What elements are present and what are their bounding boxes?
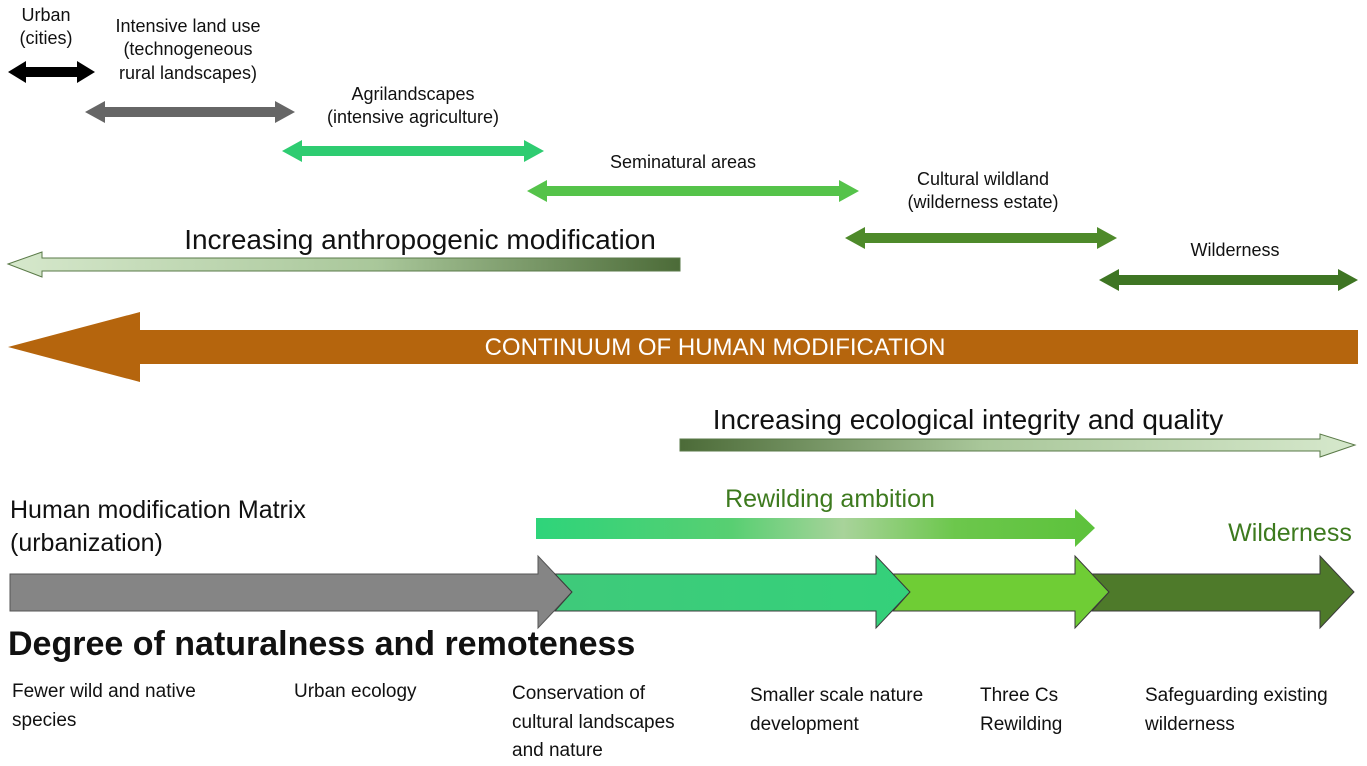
ecological-arrow — [679, 433, 1357, 458]
stage-arrow-urbanization — [9, 554, 573, 630]
stage-arrow-wilderness — [1090, 554, 1355, 630]
category-nature-development: Smaller scale nature development — [750, 685, 924, 735]
continuum-label: CONTINUUM OF HUMAN MODIFICATION — [484, 334, 946, 361]
urban-double-arrow — [8, 61, 95, 83]
seminatural-label: Seminatural areas — [609, 152, 757, 172]
category-conservation: Conservation of cultural landscapes and … — [512, 683, 675, 761]
cultural-wildland-label: Cultural wildland (wilderness estate) — [907, 169, 1059, 213]
rewilding-label: Rewilding ambition — [725, 485, 935, 513]
category-fewer-wild: Fewer wild and native species — [12, 681, 196, 731]
wilderness-double-arrow — [1099, 269, 1358, 291]
urban-label: Urban (cities) — [19, 5, 73, 49]
cultural-wildland-double-arrow — [845, 227, 1117, 249]
degree-label: Degree of naturalness and remoteness — [8, 625, 636, 663]
stage-arrow-nature-development — [891, 554, 1110, 630]
category-three-cs: Three Cs Rewilding — [980, 685, 1063, 735]
wilderness-scale-label: Wilderness — [1190, 240, 1280, 260]
category-urban-ecology: Urban ecology — [294, 681, 417, 702]
anthropogenic-label: Increasing anthropogenic modification — [184, 224, 656, 255]
agrilandscapes-double-arrow — [282, 140, 544, 162]
continuum-arrow — [8, 312, 1358, 382]
category-safeguarding: Safeguarding existing wilderness — [1145, 685, 1328, 735]
agrilandscapes-label: Agrilandscapes (intensive agriculture) — [326, 84, 500, 128]
rewilding-arrow — [536, 509, 1095, 547]
matrix-label: Human modification Matrix (urbanization) — [10, 496, 306, 557]
stage-arrow-conservation — [553, 554, 911, 630]
seminatural-double-arrow — [527, 180, 859, 202]
anthropogenic-arrow — [6, 251, 681, 278]
wilderness-heading: Wilderness — [1228, 519, 1352, 547]
intensive-land-use-double-arrow — [85, 101, 295, 123]
intensive-land-use-label: Intensive land use (technogeneous rural … — [115, 16, 261, 83]
ecological-label: Increasing ecological integrity and qual… — [712, 404, 1224, 435]
